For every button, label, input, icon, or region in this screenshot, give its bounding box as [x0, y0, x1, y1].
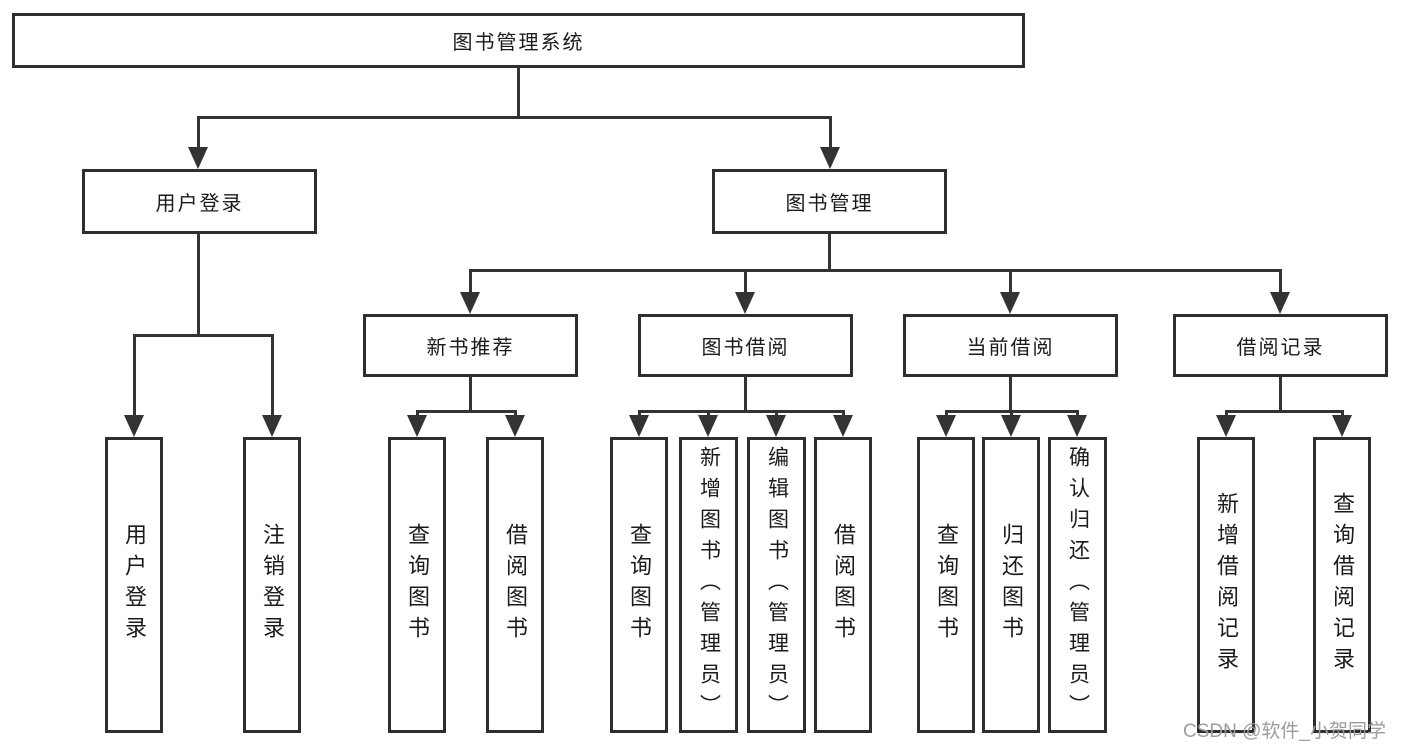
leaf-query-books-borrow: 查询图书	[610, 437, 668, 733]
arrowhead-book-borrow	[735, 292, 755, 314]
node-root: 图书管理系统	[12, 13, 1025, 68]
leaf-query-borrow-record: 查询借阅记录	[1313, 437, 1371, 733]
connector-root-stem	[517, 68, 520, 118]
leaf-borrow-books: 借阅图书	[814, 437, 872, 733]
leaf-user-login: 用户登录	[105, 437, 163, 733]
arrowhead-user-login	[188, 147, 208, 169]
connector-new-book-rail	[416, 410, 517, 413]
leaf-edit-books-admin-label: 编辑图书（管理员）	[765, 445, 789, 725]
node-new-book-recommend: 新书推荐	[363, 314, 578, 377]
arrowhead-book-mgmt	[820, 147, 840, 169]
leaf-add-borrow-record-label: 新增借阅记录	[1214, 492, 1239, 678]
arrowhead-leaf	[766, 415, 786, 437]
leaf-return-books-label: 归还图书	[999, 523, 1024, 647]
connector-borrow-records-drop	[1279, 269, 1282, 295]
node-book-borrow-label: 图书借阅	[701, 337, 790, 359]
connector-user-login-drop	[197, 116, 200, 150]
node-book-borrow: 图书借阅	[638, 314, 853, 377]
arrowhead-leaf	[936, 415, 956, 437]
connector-level3-rail	[469, 269, 1282, 272]
connector-new-book-drop	[469, 269, 472, 295]
connector-current-borrow-drop	[1009, 269, 1012, 295]
leaf-add-books-admin: 新增图书（管理员）	[679, 437, 738, 733]
connector-leaf-logout-drop	[271, 334, 274, 418]
connector-book-mgmt-stem	[828, 234, 831, 272]
node-book-management-label: 图书管理	[785, 193, 874, 215]
node-borrow-records-label: 借阅记录	[1236, 337, 1325, 359]
arrowhead-leaf-logout	[262, 415, 282, 437]
arrowhead-leaf	[833, 415, 853, 437]
connector-leaf-login-drop	[133, 334, 136, 418]
arrowhead-leaf	[505, 415, 525, 437]
arrowhead-leaf	[629, 415, 649, 437]
connector-book-borrow-rail	[638, 410, 845, 413]
node-borrow-records: 借阅记录	[1173, 314, 1388, 377]
arrowhead-leaf	[407, 415, 427, 437]
leaf-add-books-admin-label: 新增图书（管理员）	[697, 445, 721, 725]
leaf-return-books: 归还图书	[982, 437, 1040, 733]
connector-borrow-records-rail	[1225, 410, 1344, 413]
connector-user-login-rail	[133, 334, 274, 337]
arrowhead-leaf	[1216, 415, 1236, 437]
arrowhead-new-book	[460, 292, 480, 314]
node-current-borrow-label: 当前借阅	[966, 337, 1055, 359]
arrowhead-leaf	[698, 415, 718, 437]
leaf-borrow-books-label: 借阅图书	[831, 523, 856, 647]
arrowhead-leaf	[1001, 415, 1021, 437]
leaf-query-books-borrow-label: 查询图书	[627, 523, 652, 647]
node-new-book-recommend-label: 新书推荐	[426, 337, 515, 359]
leaf-query-books-current-label: 查询图书	[934, 523, 959, 647]
arrowhead-borrow-records	[1270, 292, 1290, 314]
connector-book-mgmt-drop	[829, 116, 832, 150]
leaf-logout: 注销登录	[243, 437, 301, 733]
node-book-management: 图书管理	[712, 169, 947, 234]
connector-current-borrow-stem	[1009, 377, 1012, 413]
node-user-login: 用户登录	[82, 169, 317, 234]
leaf-user-login-label: 用户登录	[122, 523, 147, 647]
leaf-logout-label: 注销登录	[260, 523, 285, 647]
leaf-edit-books-admin: 编辑图书（管理员）	[747, 437, 806, 733]
leaf-borrow-books-recommend-label: 借阅图书	[503, 523, 528, 647]
arrowhead-current-borrow	[1000, 292, 1020, 314]
arrowhead-leaf	[1067, 415, 1087, 437]
csdn-watermark: CSDN @软件_小贺同学	[1183, 721, 1386, 742]
node-current-borrow: 当前借阅	[903, 314, 1118, 377]
connector-level2-rail	[197, 116, 832, 119]
connector-new-book-stem	[469, 377, 472, 413]
connector-book-borrow-drop	[744, 269, 747, 295]
node-user-login-label: 用户登录	[155, 193, 244, 215]
leaf-borrow-books-recommend: 借阅图书	[486, 437, 544, 733]
leaf-query-books-recommend-label: 查询图书	[405, 523, 430, 647]
connector-borrow-records-stem	[1279, 377, 1282, 413]
connector-user-login-stem	[197, 234, 200, 336]
leaf-query-books-current: 查询图书	[917, 437, 975, 733]
leaf-query-borrow-record-label: 查询借阅记录	[1330, 492, 1355, 678]
connector-book-borrow-stem	[744, 377, 747, 413]
leaf-confirm-return-admin: 确认归还（管理员）	[1048, 437, 1107, 733]
arrowhead-leaf-login	[124, 415, 144, 437]
node-root-label: 图书管理系统	[452, 32, 585, 54]
leaf-confirm-return-admin-label: 确认归还（管理员）	[1066, 445, 1090, 725]
leaf-add-borrow-record: 新增借阅记录	[1197, 437, 1255, 733]
leaf-query-books-recommend: 查询图书	[388, 437, 446, 733]
arrowhead-leaf	[1332, 415, 1352, 437]
